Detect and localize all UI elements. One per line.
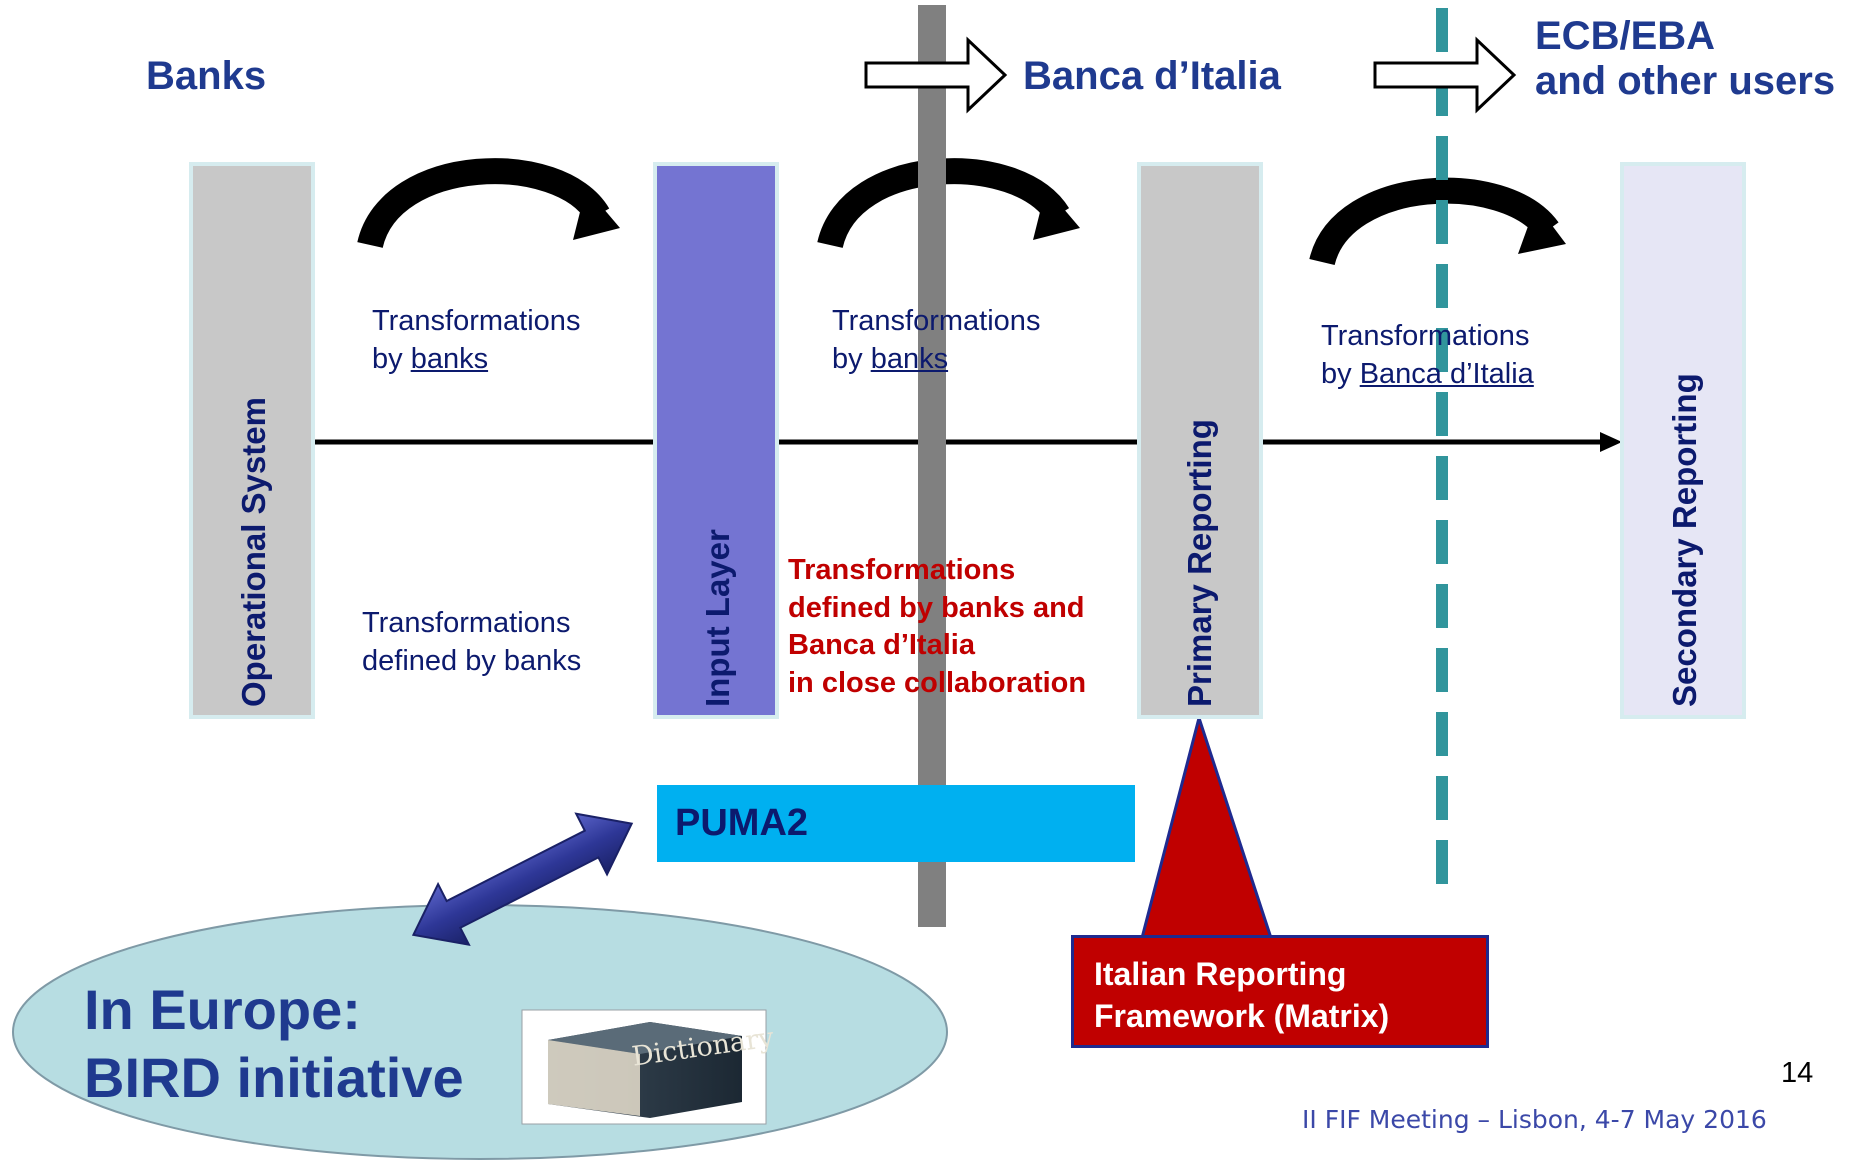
operational-system-label: Operational System xyxy=(235,397,272,707)
transformation-label-3: Transformations by Banca d’Italia xyxy=(1321,320,1534,390)
curved-arrow-icon xyxy=(357,158,620,249)
banca-italia-header: Banca d’Italia xyxy=(1023,54,1281,98)
banca-italia-link[interactable]: Banca d’Italia xyxy=(1359,357,1534,390)
puma2-box: PUMA2 xyxy=(657,785,1135,862)
transformations-defined-label: Transformations defined by banks xyxy=(362,607,582,677)
secondary-reporting-label: Secondary Reporting xyxy=(1666,373,1703,707)
secondary-reporting-bar xyxy=(1620,162,1746,719)
curved-arrow-icon xyxy=(1309,177,1566,266)
boundary-bar xyxy=(918,5,946,927)
block-arrow-icon xyxy=(1373,36,1517,114)
ecb-eba-line2: and other users xyxy=(1535,58,1836,103)
collaboration-label: Transformations defined by banks and Ban… xyxy=(788,554,1087,700)
primary-reporting-label: Primary Reporting xyxy=(1181,419,1218,707)
dictionary-book-image xyxy=(521,1009,767,1125)
callout-pointer xyxy=(1140,712,1274,940)
ecb-eba-line1: ECB/EBA xyxy=(1535,14,1716,58)
puma2-label: PUMA2 xyxy=(675,802,809,844)
banks-link[interactable]: banks xyxy=(870,342,949,375)
double-arrow-icon xyxy=(411,812,634,947)
italian-reporting-framework-box: Italian Reporting Framework (Matrix) xyxy=(1071,935,1489,1048)
input-layer-label: Input Layer xyxy=(699,529,736,707)
banks-link[interactable]: banks xyxy=(410,342,489,375)
banks-header: Banks xyxy=(146,54,267,98)
europe-bird-label: In Europe: BIRD initiative xyxy=(84,978,464,1110)
primary-reporting-bar xyxy=(1137,162,1263,719)
flow-arrowhead xyxy=(1600,432,1622,452)
input-layer-bar xyxy=(653,162,779,719)
transformation-label-1: Transformations by banks xyxy=(372,305,581,375)
ecb-eba-header: ECB/EBA and other users xyxy=(1535,14,1835,104)
footer-text: II FIF Meeting – Lisbon, 4-7 May 2016 xyxy=(1302,1105,1767,1134)
dictionary-label: Dictionary xyxy=(630,1022,776,1073)
curved-arrow-icon xyxy=(817,158,1080,249)
block-arrow-icon xyxy=(864,36,1008,114)
operational-system-bar xyxy=(189,162,315,719)
page-number: 14 xyxy=(1781,1057,1814,1089)
transformation-label-2: Transformations by banks xyxy=(832,305,1041,375)
dictionary-book-frame: Dictionary xyxy=(522,1010,776,1124)
